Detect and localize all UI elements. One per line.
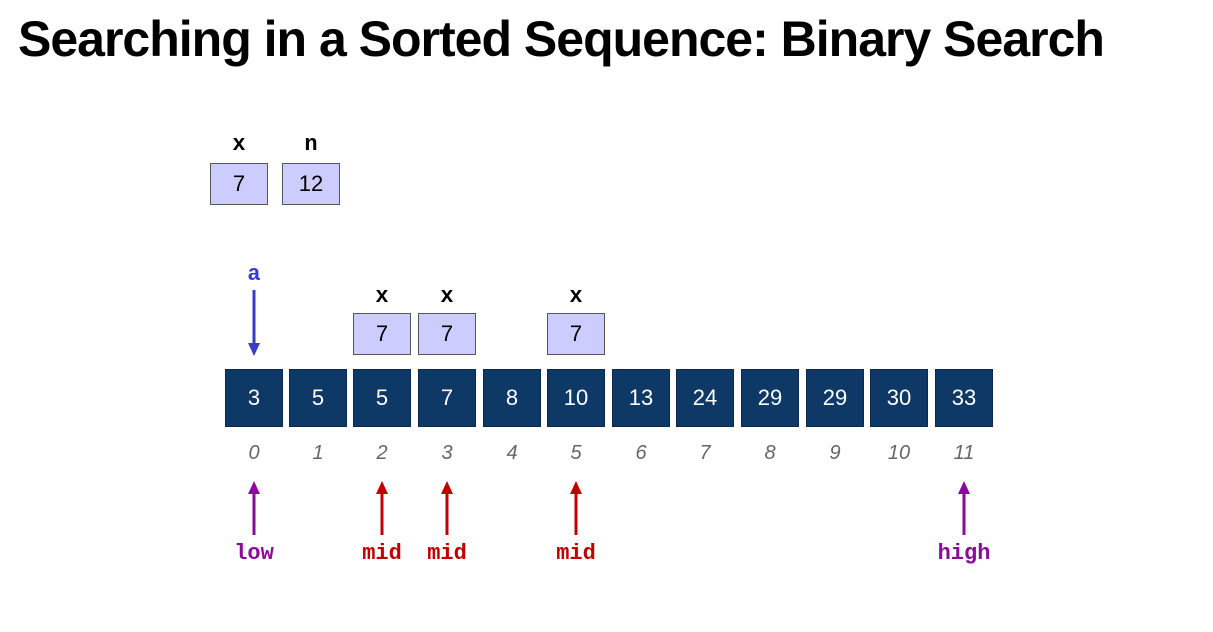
mid-pointer-label: mid [362,541,402,566]
array-pointer-label: a [247,262,261,287]
array-index: 8 [764,442,776,464]
low-pointer-arrow [248,481,260,535]
array-cell: 3 [225,369,283,427]
array-cell: 5 [353,369,411,427]
array-cell: 29 [741,369,799,427]
mid-pointer-arrow [376,481,388,535]
array-index: 6 [635,442,647,464]
array-index: 3 [441,442,453,464]
comparison-label: x [440,284,454,309]
page-title: Searching in a Sorted Sequence: Binary S… [18,11,1105,67]
array-index: 5 [570,442,582,464]
array-pointer-arrow [248,290,260,356]
array-index: 1 [312,442,324,464]
array-index: 9 [829,442,841,464]
array-cell: 33 [935,369,993,427]
comparison-box: 7 [353,313,411,355]
comparison-box: 7 [418,313,476,355]
array-index: 7 [699,442,711,464]
mid-pointer-label: mid [556,541,596,566]
comparison-box: 7 [547,313,605,355]
array-index: 2 [376,442,388,464]
variable-x-label: x [232,132,246,157]
array-cell: 24 [676,369,734,427]
variable-x-box: 7 [210,163,268,205]
array-index: 11 [953,442,975,464]
comparison-label: x [375,284,389,309]
array-cell: 13 [612,369,670,427]
variable-n-box: 12 [282,163,340,205]
array-index: 10 [887,442,911,464]
mid-pointer-arrow [441,481,453,535]
array-cell: 29 [806,369,864,427]
mid-pointer-label: mid [427,541,467,566]
mid-pointer-arrow [570,481,582,535]
comparison-label: x [569,284,583,309]
array-cell: 5 [289,369,347,427]
high-pointer-label: high [937,541,991,566]
low-pointer-label: low [234,541,274,566]
array-cell: 30 [870,369,928,427]
array-index: 0 [248,442,260,464]
high-pointer-arrow [958,481,970,535]
variable-n-label: n [304,132,318,157]
array-cell: 10 [547,369,605,427]
array-cell: 8 [483,369,541,427]
array-cell: 7 [418,369,476,427]
array-index: 4 [506,442,518,464]
